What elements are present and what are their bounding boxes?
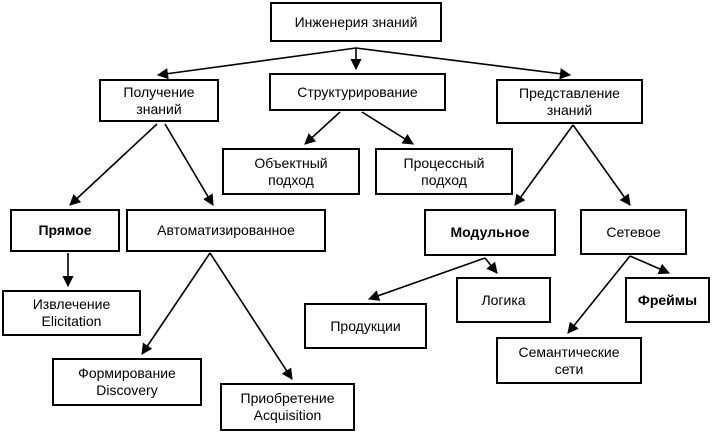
node-knowledge-representation: Представление знаний (496, 79, 643, 124)
node-structuring: Структурирование (269, 73, 446, 111)
node-knowledge-engineering: Инженерия знаний (270, 2, 442, 42)
node-frames: Фреймы (625, 277, 710, 323)
arrow-modular-to-productions (367, 257, 486, 301)
node-direct: Прямое (10, 209, 120, 252)
node-process-approach: Процессный подход (375, 148, 513, 195)
node-elicitation: Извлечение Elicitation (2, 290, 141, 336)
node-semantic-nets: Семантические сети (496, 337, 642, 384)
node-network: Сетевое (580, 209, 687, 255)
node-productions: Продукции (304, 303, 427, 349)
arrow-root-to-representation (355, 47, 572, 80)
arrow-root-to-acquisition (156, 47, 357, 80)
node-knowledge-acquisition: Получение знаний (99, 79, 219, 122)
node-automated: Автоматизированное (126, 209, 326, 252)
arrow-network-to-semantic_nets (567, 255, 631, 334)
arrow-structuring-to-process_approach (361, 111, 414, 145)
arrow-modular-to-logic (484, 257, 498, 274)
arrow-network-to-frames (629, 255, 671, 275)
arrow-acquisition-to-direct (69, 123, 158, 206)
node-logic: Логика (456, 277, 551, 323)
arrow-automated-to-discovery (141, 252, 211, 355)
arrow-representation-to-network (572, 124, 631, 206)
node-discovery: Формирование Discovery (52, 358, 202, 406)
arrow-representation-to-modular (514, 124, 574, 206)
node-modular: Модульное (424, 209, 556, 256)
arrow-structuring-to-object_approach (304, 111, 341, 145)
node-acquisition: Приобретение Acquisition (220, 383, 355, 431)
arrow-automated-to-acquisition_en (209, 252, 293, 380)
node-object-approach: Объектный подход (222, 148, 360, 195)
arrow-acquisition-to-automated (164, 123, 214, 206)
